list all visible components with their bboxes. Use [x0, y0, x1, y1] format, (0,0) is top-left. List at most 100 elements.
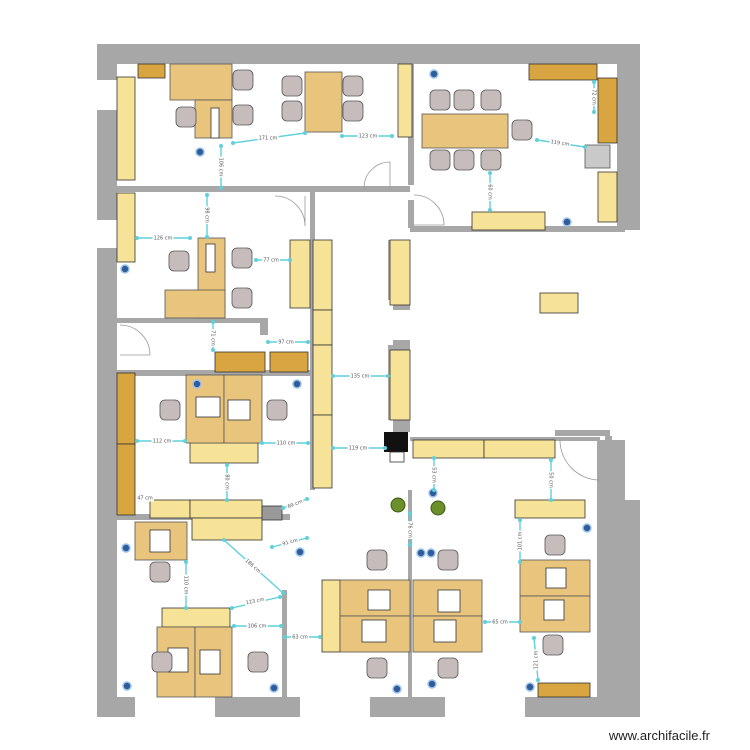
arrow-head [518, 560, 522, 564]
interior-wall [310, 192, 315, 490]
arrow-head [211, 320, 215, 324]
chair [437, 657, 459, 679]
dimension-label: 47 cm [137, 496, 153, 502]
computer [227, 399, 251, 421]
cabinet [539, 292, 579, 314]
arrow-head [270, 545, 274, 549]
arrow-head [483, 620, 487, 624]
label-background [136, 495, 154, 502]
arrow-head [583, 145, 587, 149]
arrow-head [432, 488, 436, 492]
cabinet [483, 439, 556, 459]
lamp-icon [525, 682, 535, 692]
dimension-label: 123 cm [245, 597, 265, 607]
dimension-label: 53 cm [431, 467, 437, 483]
label-background [152, 235, 174, 242]
door-swing [559, 439, 601, 481]
arrow-head [549, 458, 553, 462]
chair [480, 149, 502, 171]
arrow-head [278, 595, 282, 599]
dimension-label: 60 cm [487, 184, 493, 200]
chair [480, 89, 502, 111]
window [97, 220, 117, 248]
dimension-label: 98 cm [204, 207, 210, 223]
window [450, 430, 500, 437]
interior-wall [555, 430, 610, 436]
computer [437, 589, 461, 613]
arrow-head [549, 498, 553, 502]
dimension-label: 119 cm [349, 446, 368, 452]
arrow-head [305, 536, 309, 540]
computer [543, 599, 565, 621]
label-background [285, 498, 305, 511]
chair [453, 89, 475, 111]
arrow-head [283, 635, 287, 639]
arrow-head [281, 591, 285, 595]
arrow-head [518, 518, 522, 522]
cabinet [312, 344, 333, 416]
arrow-head [331, 446, 335, 450]
cabinet [412, 439, 485, 459]
small-table [261, 505, 283, 521]
lamp-icon [269, 683, 279, 693]
cabinet [312, 414, 333, 489]
cabinet [189, 499, 263, 519]
arrow-head [260, 441, 264, 445]
cabinet [471, 211, 546, 231]
lamp-icon [295, 547, 305, 557]
lamp-icon [427, 679, 437, 689]
cabinet [321, 579, 341, 653]
dimension-label: 110 cm [183, 576, 189, 595]
interior-wall [605, 436, 612, 500]
chair [175, 106, 197, 128]
arrow-head [331, 374, 335, 378]
label-background [357, 133, 379, 140]
arrow-head [183, 439, 187, 443]
computer [205, 243, 216, 273]
dimension-label: 71 cm [210, 330, 216, 346]
storage-cabinet [537, 682, 591, 698]
computer [361, 619, 387, 643]
cabinet [289, 239, 311, 309]
window [445, 697, 525, 717]
arrow-head [532, 636, 536, 640]
arrow-head [231, 141, 235, 145]
cabinet [397, 63, 413, 138]
chair [542, 634, 564, 656]
arrow-head [205, 193, 209, 197]
desk [421, 113, 509, 149]
label-background [275, 440, 297, 447]
arrow-head [488, 208, 492, 212]
interior-wall [117, 370, 313, 376]
label-background [349, 373, 371, 380]
lamp-icon [582, 523, 592, 533]
arrow-head [184, 560, 188, 564]
lamp-icon [562, 217, 572, 227]
label-background [430, 466, 437, 484]
chair [453, 149, 475, 171]
chair [159, 399, 181, 421]
dimension-label: 72 cm [591, 89, 597, 105]
chair [231, 247, 253, 269]
label-background [217, 156, 224, 178]
dimension-label: 110 cm [277, 441, 296, 447]
arrow-head [225, 498, 229, 502]
door-swing [274, 195, 306, 227]
door-swing [119, 324, 151, 356]
outside [625, 230, 640, 500]
outside [640, 230, 750, 500]
chair [544, 534, 566, 556]
computer [545, 567, 567, 589]
dimension-label: 123 cm [359, 134, 378, 140]
lamp-icon [292, 379, 302, 389]
lamp-icon [121, 543, 131, 553]
interior-wall [410, 437, 600, 441]
cabinet [312, 239, 333, 311]
label-background [257, 135, 279, 142]
arrow-head [535, 138, 539, 142]
arrow-head [518, 620, 522, 624]
arrow-head [306, 340, 310, 344]
lamp-icon [416, 548, 426, 558]
chair [232, 69, 254, 91]
interior-wall [117, 318, 265, 323]
